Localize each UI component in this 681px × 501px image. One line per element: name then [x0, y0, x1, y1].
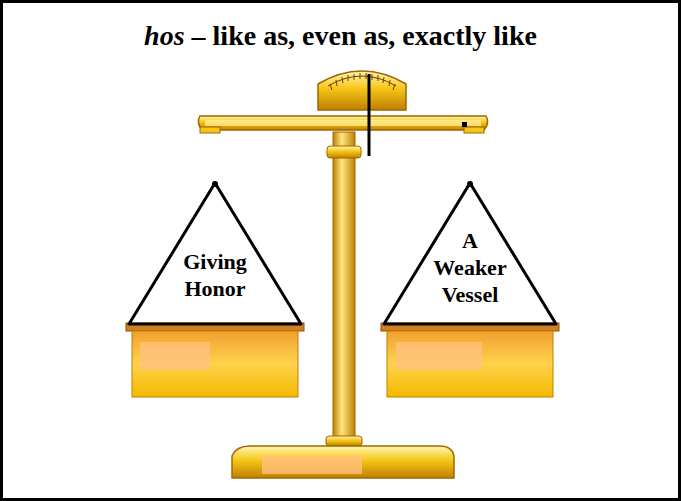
pan-label: Giving Honor	[169, 248, 261, 302]
slide-title: hos – like as, even as, exactly like	[10, 20, 671, 52]
pan-label: A Weaker Vessel	[424, 227, 516, 308]
scale-pan-triangle: Giving Honor	[126, 180, 304, 326]
scale-pan-triangle: A Weaker Vessel	[381, 180, 559, 326]
